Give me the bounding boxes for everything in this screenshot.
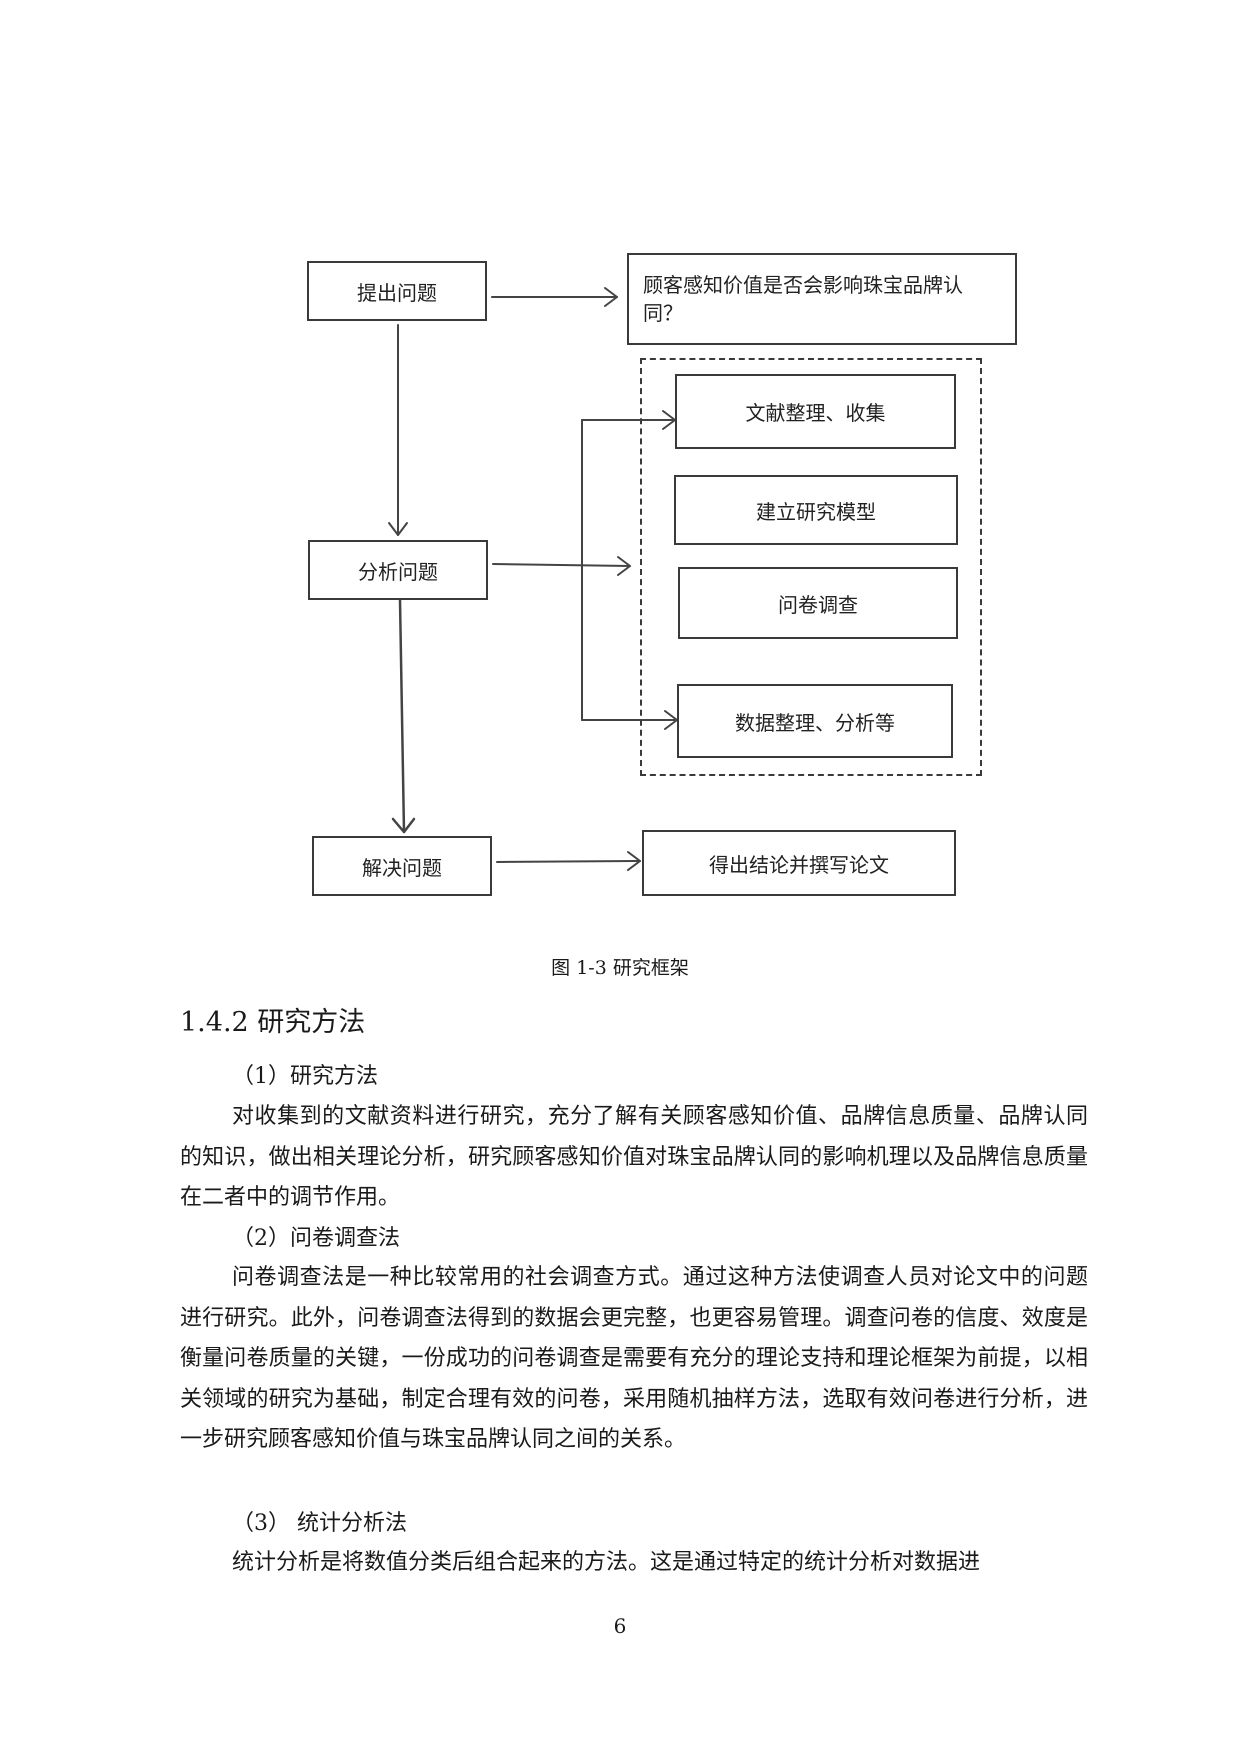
section-heading: 1.4.2 研究方法 [180,1007,366,1038]
box-research-question: 顾客感知价值是否会影响珠宝品牌认同？ [627,253,1017,345]
box-data-analysis: 数据整理、分析等 [677,684,953,758]
box-solve-problem: 解决问题 [312,836,492,896]
subheading-method-2: （2）问卷调查法 [232,1226,400,1251]
paragraph-method-3: 统计分析是将数值分类后组合起来的方法。这是通过特定的统计分析对数据进 [232,1550,981,1575]
box-conclusion: 得出结论并撰写论文 [642,830,956,896]
subheading-method-3: （3） 统计分析法 [232,1511,407,1536]
methods-dashed-group [640,358,982,776]
box-literature-review: 文献整理、收集 [675,374,956,449]
figure-caption: 图 1-3 研究框架 [551,957,689,979]
subheading-method-1: （1）研究方法 [232,1064,378,1089]
paragraph-method-1: 对收集到的文献资料进行研究，充分了解有关顾客感知价值、品牌信息质量、品牌认同的知… [180,1104,1088,1210]
box-analyze-problem: 分析问题 [308,540,488,600]
paragraph-method-2: 问卷调查法是一种比较常用的社会调查方式。通过这种方法使调查人员对论文中的问题进行… [180,1265,1088,1452]
box-build-model: 建立研究模型 [674,475,958,545]
flowchart-arrows [388,287,678,871]
box-questionnaire: 问卷调查 [678,567,958,639]
box-propose-problem: 提出问题 [307,261,487,321]
page-number: 6 [613,1614,627,1638]
